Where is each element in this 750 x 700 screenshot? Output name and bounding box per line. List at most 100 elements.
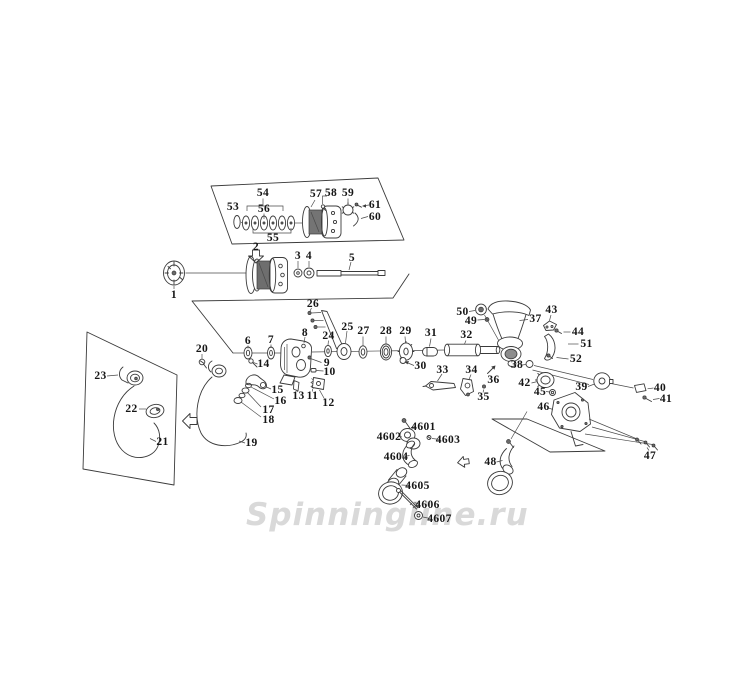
part-label-12: 12 <box>322 397 335 409</box>
part-label-8: 8 <box>301 326 309 339</box>
washer-27 <box>358 345 368 359</box>
part-label-61: 61 <box>368 198 382 211</box>
part-label-4606: 4606 <box>415 499 440 511</box>
screw-52 <box>546 353 551 358</box>
part-label-27: 27 <box>357 325 370 337</box>
screw-14 <box>248 358 254 364</box>
spring-guard-51 <box>544 333 556 361</box>
part-label-34: 34 <box>465 364 478 376</box>
screw-44 <box>554 328 559 333</box>
spool-shaft-5 <box>316 261 386 277</box>
screw-8 <box>301 343 306 349</box>
spool-shell-57 <box>302 199 342 239</box>
part-label-19: 19 <box>245 437 258 449</box>
handle-parts <box>378 418 441 520</box>
part-label-50: 50 <box>456 305 469 318</box>
part-label-11: 11 <box>306 390 319 402</box>
bail-panel <box>82 331 178 486</box>
part-label-2: 2 <box>252 241 260 253</box>
part-label-25: 25 <box>341 320 354 333</box>
part-label-4605: 4605 <box>405 480 430 492</box>
part-label-32: 32 <box>460 329 473 341</box>
part-label-46: 46 <box>537 400 550 413</box>
nut-4607 <box>414 511 423 520</box>
part-label-26: 26 <box>306 297 320 310</box>
part-label-10: 10 <box>323 365 336 378</box>
part-label-15: 15 <box>271 383 284 396</box>
clip-60 <box>353 212 359 227</box>
pinion-shaft-32 <box>443 340 501 357</box>
part-label-47: 47 <box>643 449 657 462</box>
part-label-4602: 4602 <box>376 431 402 443</box>
part-label-5: 5 <box>348 251 356 264</box>
bail-wire-21 <box>112 385 161 458</box>
insert-arrow-down <box>248 249 264 264</box>
part-label-48: 48 <box>484 456 497 468</box>
part-label-41: 41 <box>659 392 673 405</box>
ratchet-disc-39 <box>587 372 614 390</box>
part-label-31: 31 <box>424 327 438 339</box>
screws-26 <box>307 307 326 329</box>
washer-3 <box>293 268 303 278</box>
knob-screw-4606 <box>396 488 420 510</box>
bracket-12 <box>312 377 325 390</box>
screw-41 <box>642 395 647 400</box>
anti-reverse-parts <box>422 365 496 397</box>
part-label-17: 17 <box>262 403 275 416</box>
part-label-24: 24 <box>322 329 335 342</box>
part-label-21: 21 <box>156 436 169 448</box>
part-label-40: 40 <box>653 382 667 394</box>
line-roller-19 <box>196 360 247 447</box>
drag-click-59 <box>342 204 354 216</box>
handle-shank-4604 <box>402 440 419 468</box>
part-label-1: 1 <box>170 288 178 301</box>
bracket-55 <box>252 228 292 234</box>
handle-48 <box>487 411 528 496</box>
drive-gear-42 <box>531 372 555 388</box>
part-label-35: 35 <box>477 390 490 403</box>
screw-35 <box>482 384 486 389</box>
center-panel-outline <box>191 273 410 354</box>
bail-arm-22 <box>145 403 165 419</box>
drag-stack-panel <box>210 177 405 245</box>
part-label-30: 30 <box>414 360 427 372</box>
spool-assembly <box>163 249 386 294</box>
part-label-49: 49 <box>464 314 478 327</box>
bail-wire-19 <box>196 376 247 447</box>
mounting-foot <box>279 374 296 386</box>
part-label-4604: 4604 <box>383 451 409 463</box>
part-label-28: 28 <box>379 325 393 337</box>
part-label-58: 58 <box>324 186 338 199</box>
part-label-36: 36 <box>487 374 500 386</box>
drag-washers <box>241 215 302 231</box>
bearing-28 <box>379 336 393 361</box>
part-label-16: 16 <box>274 394 287 407</box>
spool-screws <box>320 195 370 227</box>
drag-knob-1 <box>163 260 185 289</box>
part-label-52: 52 <box>569 353 583 365</box>
screw-4601 <box>401 418 407 423</box>
cam-40 <box>634 383 647 393</box>
kick-lever-15 <box>245 374 272 390</box>
part-label-6: 6 <box>244 335 252 347</box>
rotor-37 <box>487 300 531 367</box>
part-label-4601: 4601 <box>411 421 436 433</box>
part-label-38: 38 <box>510 359 524 371</box>
part-label-60: 60 <box>368 210 382 223</box>
part-label-42: 42 <box>518 377 531 389</box>
line-roller-23 <box>106 366 144 386</box>
part-label-3: 3 <box>294 249 302 262</box>
part-label-39: 39 <box>575 380 588 393</box>
part-label-18: 18 <box>262 413 275 426</box>
part-label-4603: 4603 <box>435 433 461 446</box>
washer-53 <box>233 215 241 229</box>
washer-45 <box>549 389 556 396</box>
rotor-assembly <box>457 300 660 496</box>
screw-9 <box>307 355 312 360</box>
plate-10 <box>310 368 317 373</box>
cover-screws-47 <box>584 418 658 451</box>
part-label-44: 44 <box>571 326 585 338</box>
